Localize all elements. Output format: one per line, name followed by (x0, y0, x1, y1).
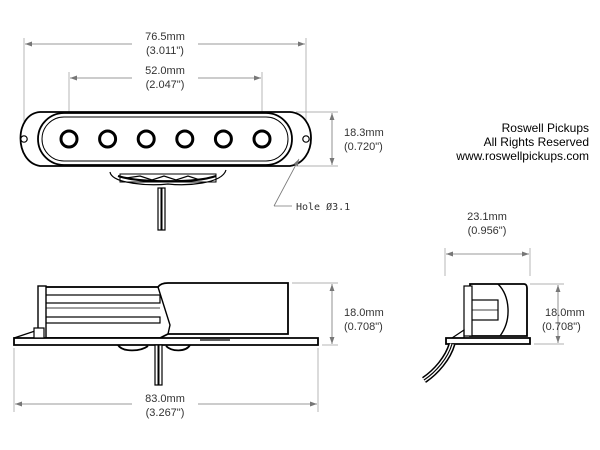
hole-callout: Hole Ø3.1 (273, 158, 350, 213)
dim-end-depth: 23.1mm (0.956") (444, 208, 531, 276)
mount-hole-right (302, 135, 310, 143)
company-url: www.roswellpickups.com (455, 149, 589, 163)
dim-cover-width: 18.3mm (0.720") (296, 111, 384, 167)
dim-side-height-in: (0.708") (344, 321, 383, 333)
dim-end-height-in: (0.708") (542, 321, 581, 333)
dim-cover-width-in: (0.720") (344, 141, 383, 153)
company-rights: All Rights Reserved (484, 135, 589, 149)
dim-pole-spacing-in: (2.047") (146, 79, 185, 91)
dim-base-length-mm: 83.0mm (145, 393, 185, 405)
mount-hole-left (20, 135, 28, 143)
pole-piece (98, 129, 118, 149)
dim-pole-spacing-mm: 52.0mm (145, 65, 185, 77)
dim-end-height: 18.0mm (0.708") (530, 283, 585, 345)
pole-pieces (59, 129, 272, 149)
side-view: 18.0mm (0.708") 83.0mm (3.267") (13, 282, 384, 421)
company-block: Roswell Pickups All Rights Reserved www.… (455, 121, 589, 163)
pole-piece (136, 129, 156, 149)
pole-piece (252, 129, 272, 149)
dim-side-height-mm: 18.0mm (344, 307, 384, 319)
dim-base-length-in: (3.267") (146, 407, 185, 419)
dim-overall-width-mm: 76.5mm (145, 31, 185, 43)
dim-cover-width-mm: 18.3mm (344, 127, 384, 139)
top-view: 76.5mm (3.011") 52.0mm (2.047") (19, 29, 384, 231)
pole-piece (59, 129, 79, 149)
dim-base-length: 83.0mm (3.267") (13, 348, 319, 421)
pole-piece (175, 129, 195, 149)
dim-overall-width-in: (3.011") (146, 45, 184, 57)
company-name: Roswell Pickups (502, 121, 589, 135)
dim-end-height-mm: 18.0mm (545, 307, 585, 319)
dim-end-depth-in: (0.956") (468, 225, 507, 237)
dim-overall-width: 76.5mm (3.011") (23, 29, 307, 122)
hole-label: Hole Ø3.1 (296, 201, 350, 213)
pole-piece (213, 129, 233, 149)
side-baseplate (13, 337, 319, 346)
dim-end-depth-mm: 23.1mm (467, 211, 507, 223)
dim-side-height: 18.0mm (0.708") (292, 282, 384, 346)
pickup-cover (37, 112, 293, 166)
end-baseplate (445, 337, 531, 345)
end-view: 23.1mm (0.956") 18.0mm (0.708") (421, 208, 585, 383)
